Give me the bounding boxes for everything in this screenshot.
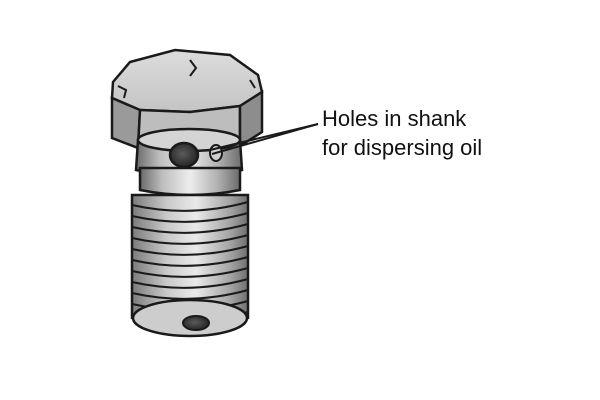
thread-line: [131, 289, 249, 300]
hex-chamfer-notch-far-right: [249, 79, 256, 89]
oil-hole: [168, 141, 200, 169]
callout-label-line-2: for dispersing oil: [322, 135, 483, 160]
bolt-end-bore: [182, 315, 210, 331]
hex-head-top-face: [110, 48, 264, 114]
threaded-section: [130, 193, 250, 338]
shank-body: [138, 166, 242, 197]
thread-line: [131, 278, 249, 289]
thread-line: [131, 267, 249, 278]
thread-line: [131, 212, 249, 223]
thread-line: [131, 234, 249, 245]
thread-line: [131, 245, 249, 256]
hex-chamfer-notch-right: [189, 59, 198, 77]
callout-label-line-1: Holes in shank: [322, 106, 467, 131]
hex-chamfer-notch-left: [117, 85, 128, 99]
thread-line: [131, 201, 249, 212]
callout-leader: [209, 123, 319, 155]
callout-label: Holes in shank for dispersing oil: [322, 104, 482, 162]
thread-line: [131, 256, 249, 267]
leader-line-bottom: [211, 123, 319, 155]
hex-head-right-face: [238, 89, 264, 149]
thread-line: [131, 223, 249, 234]
